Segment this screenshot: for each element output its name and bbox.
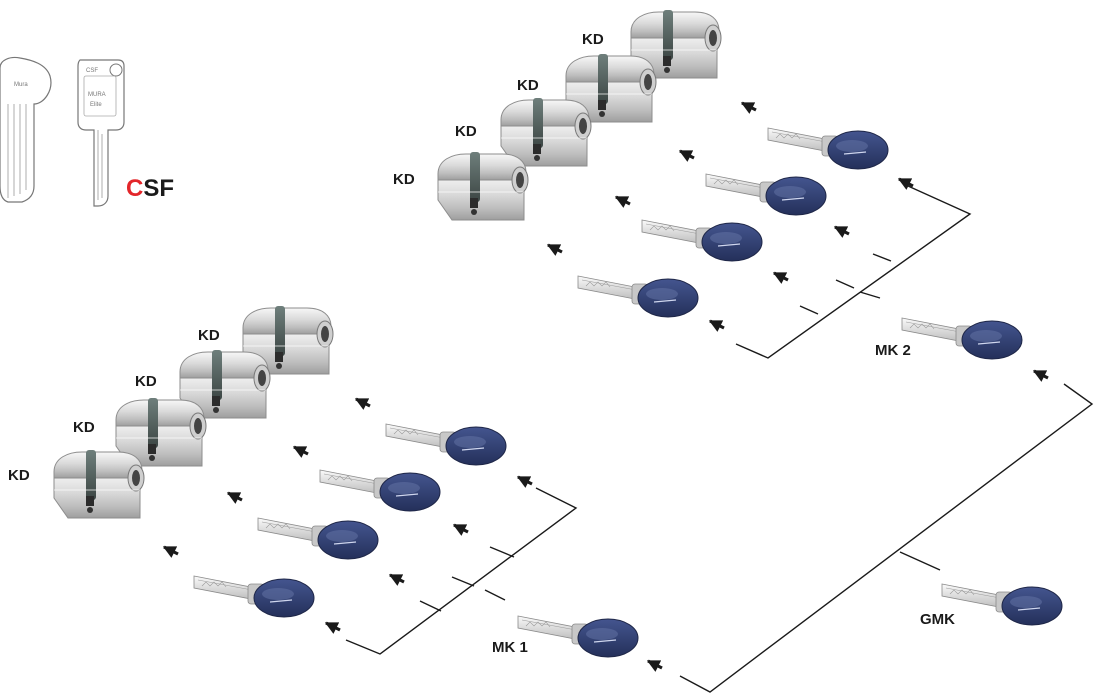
mk1-to-mk1-key: [484, 589, 506, 601]
csf-logo-c: C: [126, 175, 143, 202]
csf-logo-sf: SF: [143, 175, 174, 202]
mk1-branch-3: [451, 576, 475, 587]
mk1-key-1: [385, 423, 507, 466]
arrow-icon: [356, 399, 370, 406]
mk2-branch-2: [872, 253, 892, 262]
arrow-icon: [742, 103, 756, 110]
mk2-cylinder-4: [437, 151, 529, 221]
arrow-icon: [616, 197, 630, 204]
mk1-cylinders: [53, 305, 334, 519]
arrow-icon: [164, 547, 178, 554]
mk2-keys: [577, 127, 889, 318]
arrow-icon: [710, 321, 724, 328]
mura-key-icon: Mura: [0, 56, 52, 203]
mk1-cylinder-4: [53, 449, 145, 519]
arrow-icon: [548, 245, 562, 252]
mk1-key-3: [257, 517, 379, 560]
mk2-to-mk2-key: [859, 291, 881, 299]
kd-label-mk2-2: KD: [517, 77, 539, 94]
mk2-label: MK 2: [875, 342, 911, 359]
gmk-key: [941, 583, 1063, 626]
arrow-icon: [1034, 371, 1048, 378]
mk1-branch-4: [419, 600, 442, 612]
arrow-icon: [648, 661, 662, 668]
arrow-icon: [228, 493, 242, 500]
arrow-icon: [326, 623, 340, 630]
kd-label-mk2-3: KD: [455, 123, 477, 140]
mk1-key-2: [319, 469, 441, 512]
arrow-icon: [835, 227, 849, 234]
mk2-key-3: [641, 219, 763, 262]
mk1-keys: [193, 423, 507, 618]
mk2-cylinders: [437, 9, 722, 221]
mk2-branch-4: [799, 305, 819, 315]
arrow-icon: [390, 575, 404, 582]
kd-label-mk1-4: KD: [8, 467, 30, 484]
mk2-group-bracket: [735, 185, 972, 359]
gmk-label: GMK: [920, 611, 955, 628]
mk2-key-2: [705, 173, 827, 216]
arrow-icon: [774, 273, 788, 280]
arrow-icon: [454, 525, 468, 532]
csf-key-model-text: MURA: [88, 92, 106, 98]
csf-logo: CSF: [126, 175, 174, 202]
csf-key-head-text: CSF: [86, 68, 98, 74]
mk1-key-4: [193, 575, 315, 618]
kd-label-mk1-2: KD: [135, 373, 157, 390]
mk2-key-1: [767, 127, 889, 170]
csf-key-icon: CSF MURA Elite: [77, 59, 125, 207]
kd-label-mk2-4: KD: [393, 171, 415, 188]
arrow-icon: [518, 477, 532, 484]
kd-label-mk2-1: KD: [582, 31, 604, 48]
kd-label-mk1-3: KD: [73, 419, 95, 436]
hierarchy-lines: [345, 185, 1094, 693]
mk2-key-4: [577, 275, 699, 318]
mk2-branch-3: [835, 279, 855, 289]
arrow-icon: [294, 447, 308, 454]
mk2-master-key: [901, 317, 1023, 360]
mk1-group-bracket: [345, 487, 578, 655]
mura-key-text: Mura: [14, 82, 28, 88]
gmk-trunk: [679, 383, 1094, 693]
mk1-branch-2: [489, 546, 515, 558]
gmk-to-gmk-key: [899, 551, 941, 571]
csf-key-sub-text: Elite: [90, 102, 102, 108]
kd-label-mk1-1: KD: [198, 327, 220, 344]
arrow-icon: [680, 151, 694, 158]
mk1-master-key: [517, 615, 639, 658]
brand-area: Mura CSF MURA Elite CSF: [0, 56, 174, 207]
mk1-label: MK 1: [492, 639, 528, 656]
arrow-icon: [899, 179, 913, 186]
